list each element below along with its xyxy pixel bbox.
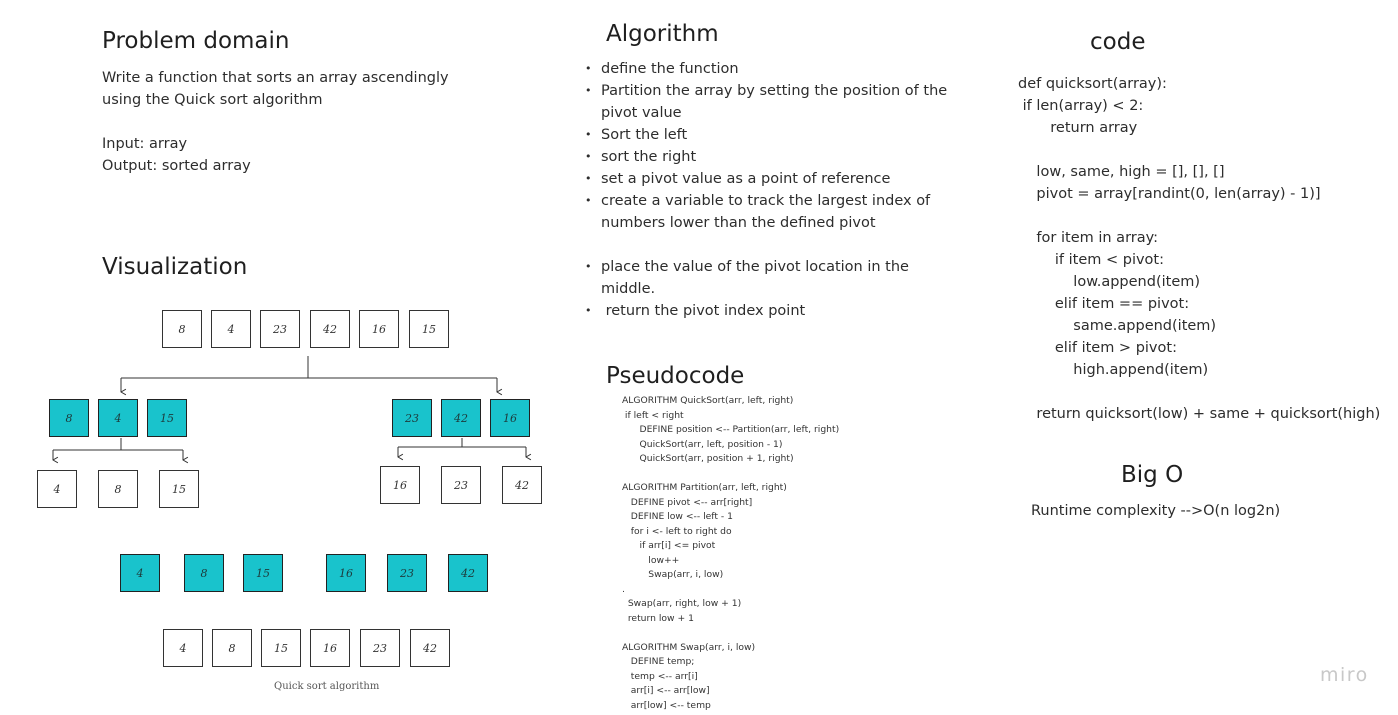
left-sorted-cell: 15 <box>159 470 199 508</box>
final-cell: 42 <box>410 629 450 667</box>
algorithm-step-cont: numbers lower than the defined pivot <box>601 215 876 231</box>
final-cell: 16 <box>310 629 350 667</box>
left-sorted-cell: 8 <box>98 470 138 508</box>
pseudocode-title: Pseudocode <box>606 363 745 389</box>
problem-line: Write a function that sorts an array asc… <box>102 70 449 86</box>
code-block: def quicksort(array): if len(array) < 2:… <box>1018 76 1381 422</box>
right-partition-cell: 42 <box>441 399 481 437</box>
left-sorted-cell: 4 <box>37 470 77 508</box>
code-title: code <box>1090 29 1146 55</box>
algorithm-step: •Sort the left <box>585 127 688 143</box>
array-cell: 16 <box>359 310 399 348</box>
final-cell: 4 <box>163 629 203 667</box>
array-cell: 8 <box>162 310 202 348</box>
array-cell: 42 <box>310 310 350 348</box>
problem-domain-title: Problem domain <box>102 28 290 54</box>
merged-cell: 16 <box>326 554 366 592</box>
big-o-title: Big O <box>1121 462 1184 488</box>
right-sorted-cell: 16 <box>380 466 420 504</box>
problem-domain-text: Write a function that sorts an array asc… <box>102 67 449 177</box>
visualization-caption: Quick sort algorithm <box>274 681 380 692</box>
final-cell: 23 <box>360 629 400 667</box>
final-cell: 8 <box>212 629 252 667</box>
array-cell: 4 <box>211 310 251 348</box>
algorithm-list: •define the function •Partition the arra… <box>585 58 947 322</box>
left-partition-cell: 4 <box>98 399 138 437</box>
merged-cell: 15 <box>243 554 283 592</box>
right-partition-cell: 23 <box>392 399 432 437</box>
problem-line: using the Quick sort algorithm <box>102 92 323 108</box>
algorithm-title: Algorithm <box>606 21 719 47</box>
right-partition-cell: 16 <box>490 399 530 437</box>
algorithm-step-cont: pivot value <box>601 105 682 121</box>
algorithm-step: •set a pivot value as a point of referen… <box>585 171 891 187</box>
pseudocode-block: ALGORITHM QuickSort(arr, left, right) if… <box>622 395 840 711</box>
algorithm-gap <box>585 234 947 256</box>
problem-input: Input: array <box>102 136 188 152</box>
merged-cell: 8 <box>184 554 224 592</box>
array-cell: 15 <box>409 310 449 348</box>
algorithm-step: •create a variable to track the largest … <box>585 193 931 209</box>
right-sorted-cell: 23 <box>441 466 481 504</box>
array-cell: 23 <box>260 310 300 348</box>
visualization-title: Visualization <box>102 254 248 280</box>
left-partition-cell: 8 <box>49 399 89 437</box>
algorithm-step: •Partition the array by setting the posi… <box>585 83 948 99</box>
algorithm-step-cont: middle. <box>601 281 656 297</box>
big-o-text: Runtime complexity -->O(n log2n) <box>1031 503 1281 519</box>
final-cell: 15 <box>261 629 301 667</box>
algorithm-step: • return the pivot index point <box>585 303 806 319</box>
algorithm-step: •sort the right <box>585 149 697 165</box>
left-partition-cell: 15 <box>147 399 187 437</box>
right-sorted-cell: 42 <box>502 466 542 504</box>
miro-logo: miro <box>1320 664 1369 686</box>
merged-cell: 23 <box>387 554 427 592</box>
algorithm-step: •define the function <box>585 61 739 77</box>
merged-cell: 42 <box>448 554 488 592</box>
algorithm-step: •place the value of the pivot location i… <box>585 259 909 275</box>
problem-output: Output: sorted array <box>102 158 251 174</box>
merged-cell: 4 <box>120 554 160 592</box>
